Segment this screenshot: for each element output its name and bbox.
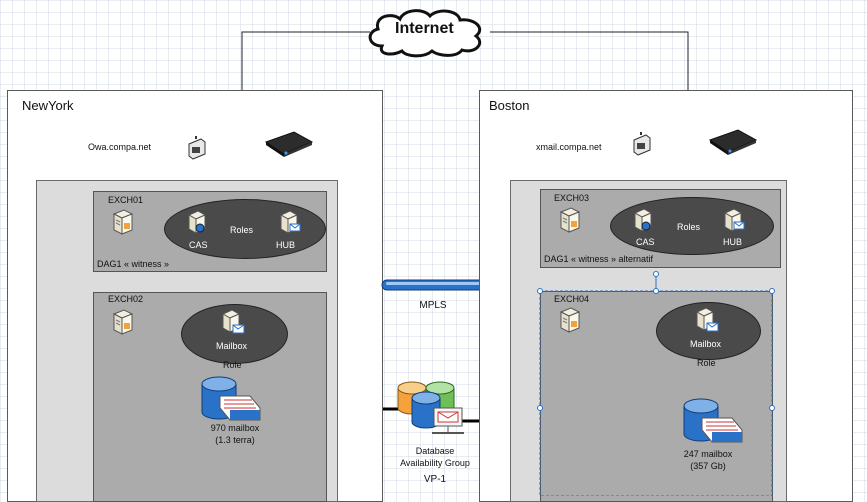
cas-server-icon xyxy=(633,208,653,232)
owa-url-label: Owa.compa.net xyxy=(88,142,152,152)
cas-server-icon xyxy=(187,210,207,234)
mailbox-label: Mailbox xyxy=(690,339,722,349)
switch-icon xyxy=(264,131,314,157)
server-icon xyxy=(559,207,581,233)
db-count-label: 970 mailbox xyxy=(210,423,260,433)
dag-label-line1: Database xyxy=(415,446,455,456)
cloud-icon xyxy=(368,9,482,58)
server-icon xyxy=(112,309,134,335)
dag-witness-alt-label: DAG1 « witness » alternatif xyxy=(544,254,654,264)
switch-icon xyxy=(708,129,758,155)
firewall-icon xyxy=(188,136,206,160)
hub-label: HUB xyxy=(276,240,296,250)
mpls-link-icon xyxy=(381,279,485,291)
mailbox-label: Mailbox xyxy=(216,341,248,351)
mailbox-role-label: Role xyxy=(697,358,716,368)
server-icon xyxy=(112,209,134,235)
dag-code-label: VP-1 xyxy=(423,474,447,485)
exch01-label: EXCH01 xyxy=(108,195,144,205)
mailbox-server-icon xyxy=(695,307,719,332)
firewall-icon xyxy=(633,132,651,156)
mailbox-role-label: Role xyxy=(223,360,242,370)
db-size-label: (357 Gb) xyxy=(690,461,726,471)
hub-server-icon xyxy=(279,210,301,234)
dag-label-line2: Availability Group xyxy=(400,458,470,468)
exch03-label: EXCH03 xyxy=(554,193,590,203)
mailbox-server-icon xyxy=(221,309,245,334)
exch04-label: EXCH04 xyxy=(554,294,590,304)
database-icon xyxy=(201,376,261,421)
database-icon xyxy=(683,398,743,443)
site-title-newyork: NewYork xyxy=(22,98,74,113)
hub-label: HUB xyxy=(723,237,743,247)
exch02-label: EXCH02 xyxy=(108,294,144,304)
db-size-label: (1.3 terra) xyxy=(215,435,255,445)
dag-witness-label: DAG1 « witness » xyxy=(97,259,170,269)
dag-database-icon xyxy=(397,381,464,434)
mpls-label: MPLS xyxy=(419,300,447,311)
site-title-boston: Boston xyxy=(489,98,530,113)
internet-label: Internet xyxy=(395,20,454,37)
hub-server-icon xyxy=(723,208,745,232)
xmail-url-label: xmail.compa.net xyxy=(536,142,602,152)
server-icon xyxy=(559,307,581,333)
roles-label: Roles xyxy=(677,222,701,232)
db-count-label: 247 mailbox xyxy=(683,449,733,459)
cas-label: CAS xyxy=(636,237,655,247)
cas-label: CAS xyxy=(189,240,208,250)
roles-label: Roles xyxy=(230,225,254,235)
